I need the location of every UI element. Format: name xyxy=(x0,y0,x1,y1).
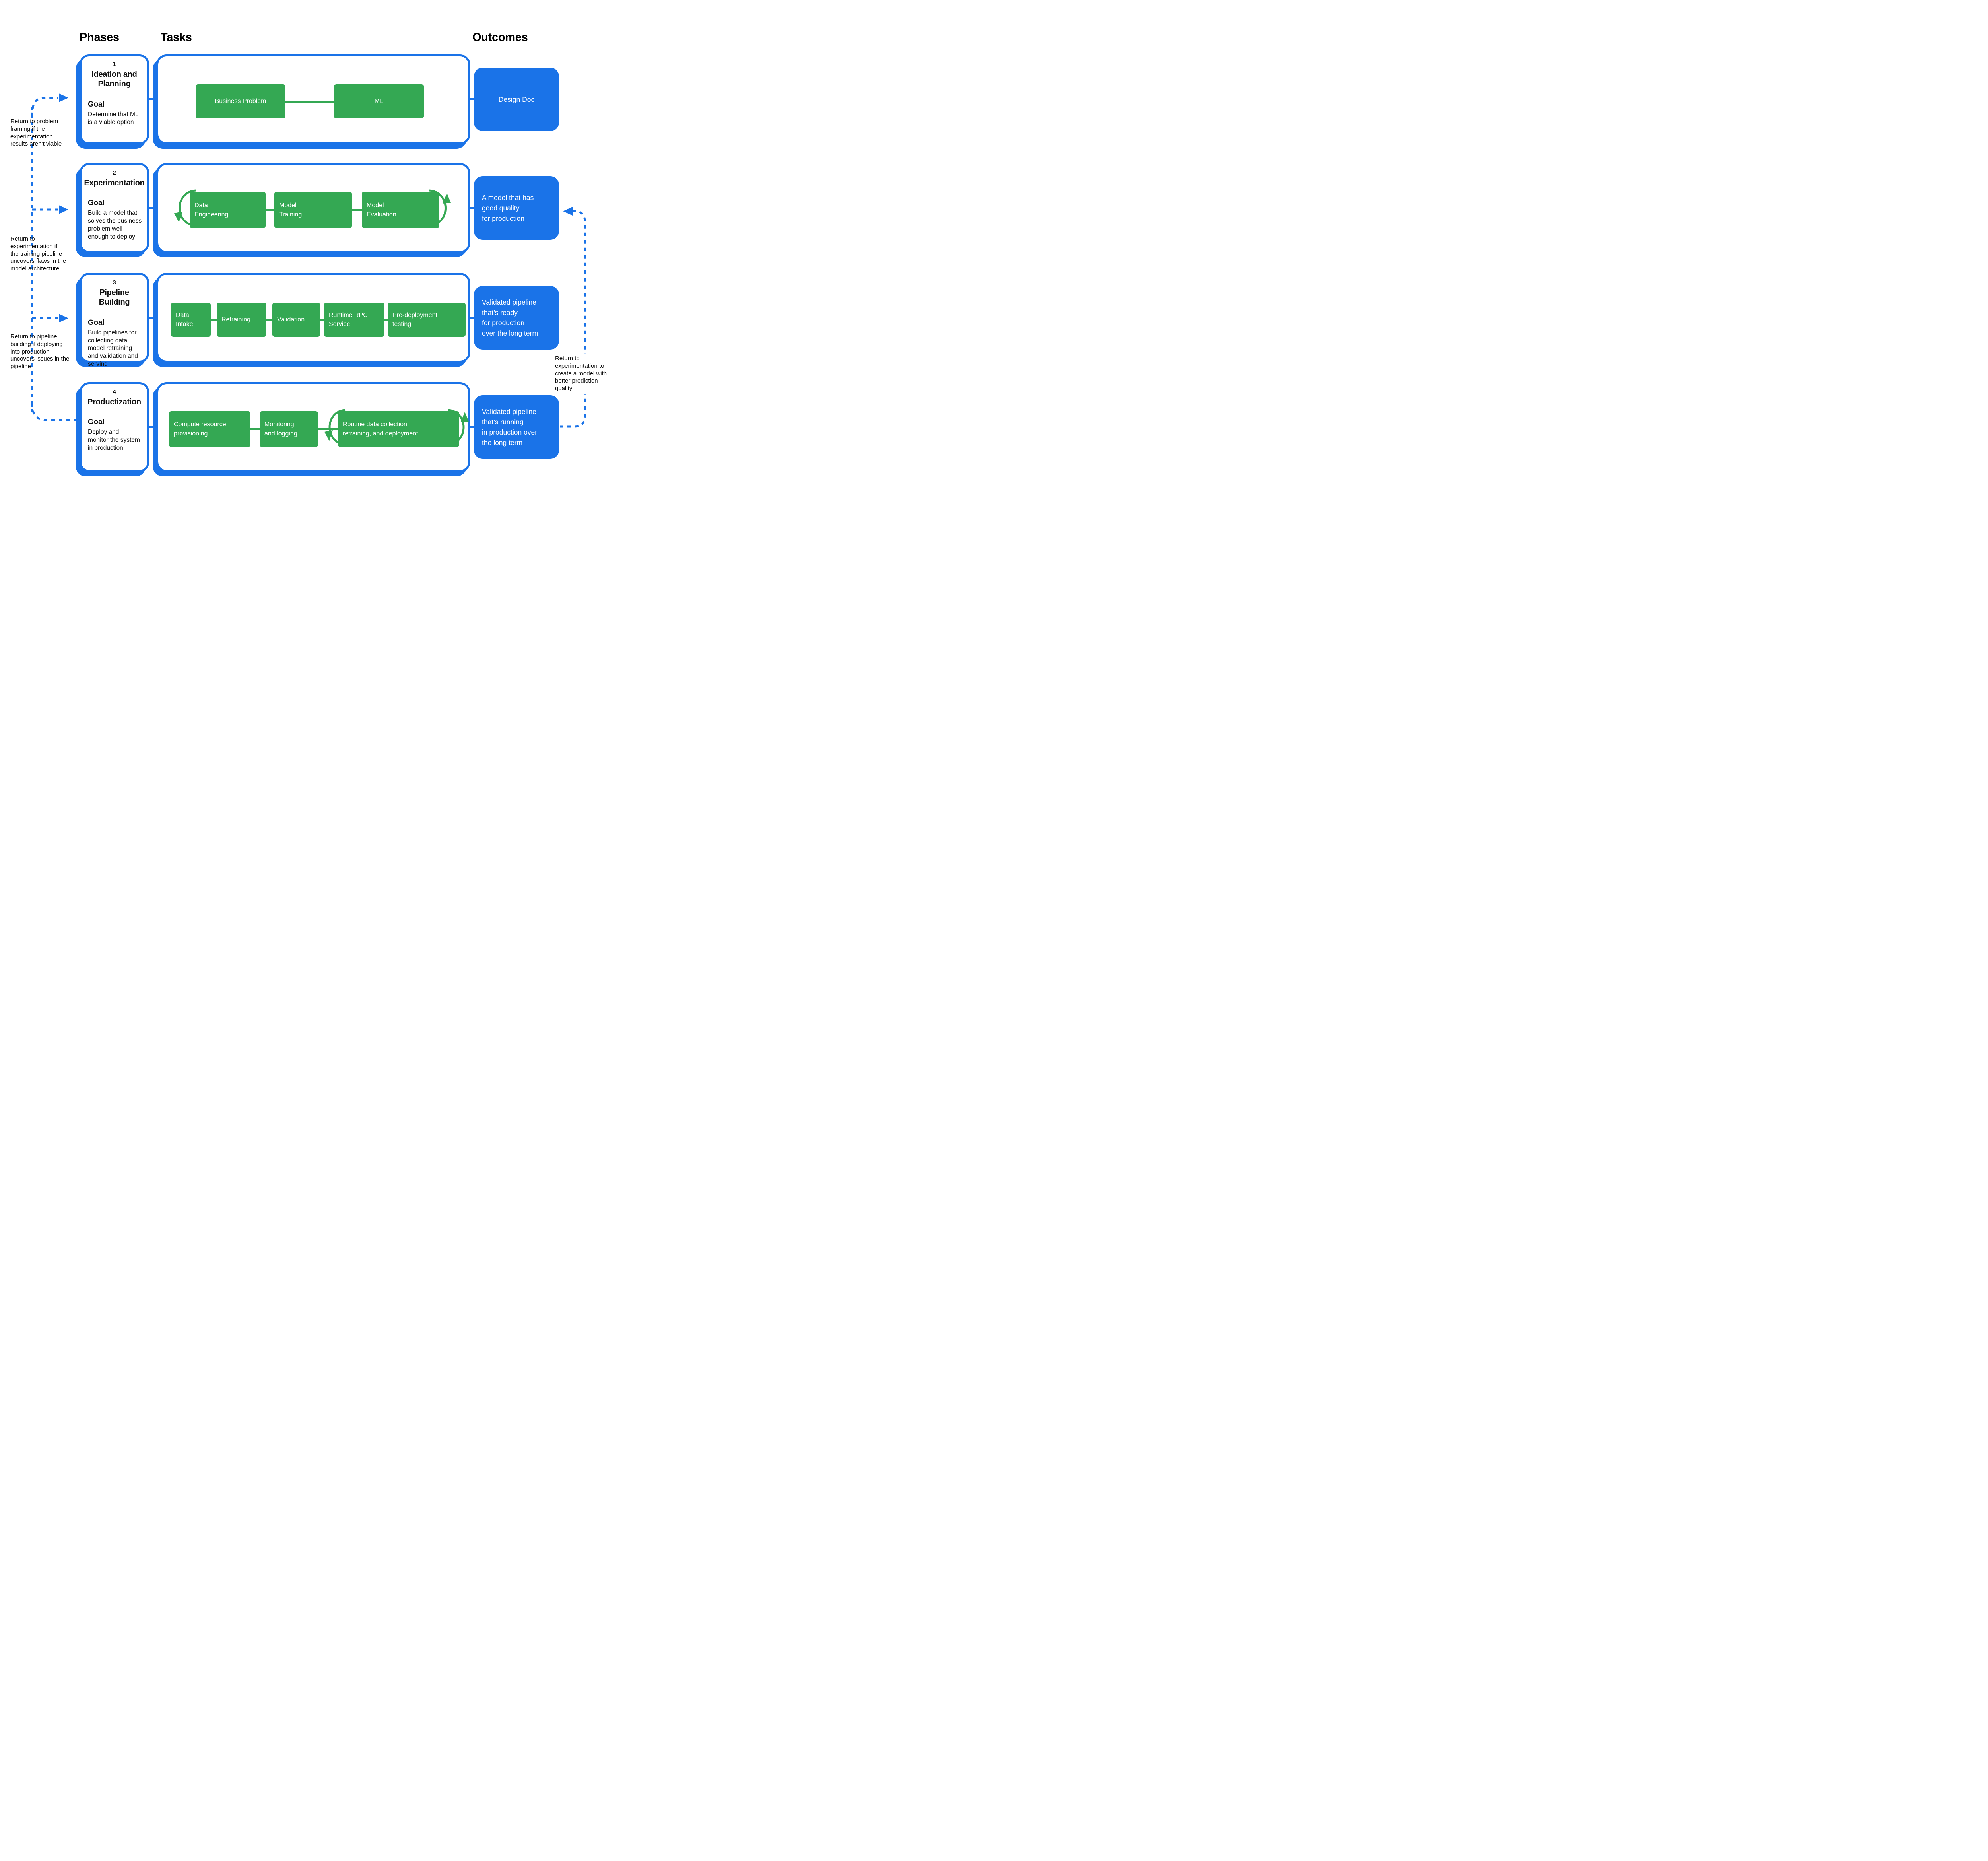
phase-row-pipeline-building: 3 Pipeline Building Goal Build pipelines… xyxy=(0,273,615,367)
goal-text: Determine that ML is a viable option xyxy=(88,111,139,126)
goal-block: Goal Build pipelines for collecting data… xyxy=(88,319,143,368)
tasks-outcome-connector xyxy=(470,207,475,209)
task-box: Model Training xyxy=(274,192,352,228)
task-connector-line xyxy=(320,319,324,321)
phase-card: 4 Productization Goal Deploy and monitor… xyxy=(80,382,149,472)
task-connector-line xyxy=(285,101,334,103)
task-connector-line xyxy=(266,319,272,321)
column-header-tasks: Tasks xyxy=(161,31,192,44)
tasks-outcome-connector xyxy=(470,426,475,428)
task-box: Data Engineering xyxy=(190,192,266,228)
tasks-outcome-connector xyxy=(470,317,475,319)
task-box: Validation xyxy=(272,303,320,337)
tasks-container: Data Engineering Model Training Model Ev… xyxy=(156,163,470,253)
column-header-outcomes: Outcomes xyxy=(472,31,528,44)
phase-row-experimentation: 2 Experimentation Goal Build a model tha… xyxy=(0,163,615,253)
feedback-annotation-experimentation: Return to experimentation if the trainin… xyxy=(10,235,66,272)
task-box: Compute resource provisioning xyxy=(169,411,250,447)
task-connector-line xyxy=(384,319,388,321)
task-connector-line xyxy=(318,428,338,430)
task-connector-line xyxy=(352,209,362,211)
phase-number: 1 xyxy=(113,61,116,68)
phase-row-ideation: 1 Ideation and Planning Goal Determine t… xyxy=(0,54,615,144)
phase-title: Productization xyxy=(87,398,141,406)
phase-title: Pipeline Building xyxy=(99,288,130,307)
task-box: ML xyxy=(334,84,424,118)
outcome-box: Validated pipeline that’s running in pro… xyxy=(474,395,559,459)
task-box: Model Evaluation xyxy=(362,192,439,228)
goal-text: Build pipelines for collecting data, mod… xyxy=(88,329,138,368)
goal-label: Goal xyxy=(88,100,105,109)
goal-block: Goal Deploy and monitor the system in pr… xyxy=(88,418,143,452)
task-box: Pre-deployment testing xyxy=(388,303,466,337)
outcome-box: A model that has good quality for produc… xyxy=(474,176,559,240)
ml-workflow-diagram: Phases Tasks Outcomes 1 Ideation and Pla… xyxy=(0,0,615,507)
task-box: Runtime RPC Service xyxy=(324,303,384,337)
goal-block: Goal Determine that ML is a viable optio… xyxy=(88,100,143,126)
phase-title: Experimentation xyxy=(84,179,145,187)
tasks-outcome-connector xyxy=(470,98,475,100)
phase-card: 3 Pipeline Building Goal Build pipelines… xyxy=(80,273,149,367)
phase-row-productization: 4 Productization Goal Deploy and monitor… xyxy=(0,382,615,472)
phase-tasks-connector xyxy=(148,207,157,209)
goal-block: Goal Build a model that solves the busin… xyxy=(88,199,143,241)
phase-number: 2 xyxy=(113,169,116,176)
feedback-annotation-pipeline-building: Return to pipeline building if deploying… xyxy=(10,333,70,370)
phase-card: 2 Experimentation Goal Build a model tha… xyxy=(80,163,149,253)
task-connector-line xyxy=(266,209,274,211)
phase-tasks-connector xyxy=(148,98,157,100)
task-box: Retraining xyxy=(217,303,266,337)
phase-number: 3 xyxy=(113,279,116,286)
task-connector-line xyxy=(211,319,217,321)
column-header-phases: Phases xyxy=(80,31,119,44)
goal-label: Goal xyxy=(88,318,105,327)
phase-tasks-connector xyxy=(148,426,157,428)
goal-label: Goal xyxy=(88,199,105,208)
phase-title: Ideation and Planning xyxy=(91,70,137,89)
task-box: Business Problem xyxy=(196,84,285,118)
outcome-box: Design Doc xyxy=(474,68,559,131)
outcome-box: Validated pipeline that’s ready for prod… xyxy=(474,286,559,350)
task-box: Routine data collection, retraining, and… xyxy=(338,411,459,447)
goal-text: Deploy and monitor the system in product… xyxy=(88,429,140,452)
task-connector-line xyxy=(250,428,260,430)
task-box: Data Intake xyxy=(171,303,211,337)
goal-label: Goal xyxy=(88,418,105,427)
phase-card: 1 Ideation and Planning Goal Determine t… xyxy=(80,54,149,144)
task-box: Monitoring and logging xyxy=(260,411,318,447)
phase-tasks-connector xyxy=(148,317,157,319)
tasks-container: Compute resource provisioning Monitoring… xyxy=(156,382,470,472)
feedback-annotation-problem-framing: Return to problem framing if the experim… xyxy=(10,118,62,148)
tasks-container: Data Intake Retraining Validation Runtim… xyxy=(156,273,470,363)
goal-text: Build a model that solves the business p… xyxy=(88,210,142,240)
tasks-container: Business Problem ML xyxy=(156,54,470,144)
phase-number: 4 xyxy=(113,389,116,395)
feedback-annotation-better-prediction: Return to experimentation to create a mo… xyxy=(555,354,615,394)
